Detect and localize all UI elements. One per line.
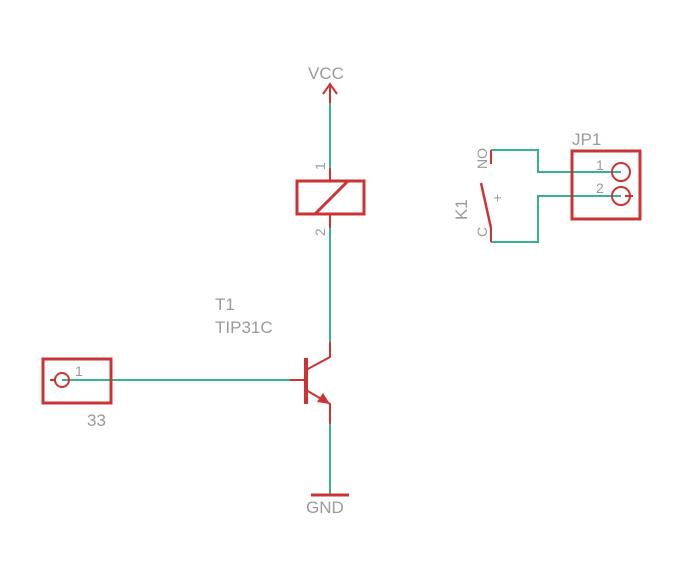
input-connector-value-label: 33 (87, 411, 106, 430)
relay-contact-c-label: C (474, 227, 490, 237)
transistor-npn: T1 TIP31C (215, 295, 331, 424)
input-connector-body (41, 357, 113, 405)
gnd-label: GND (306, 498, 344, 517)
relay-coil: 1 2 (295, 162, 366, 236)
jumper-pin1-pad-icon (611, 162, 631, 182)
relay-coil-pin2-label: 2 (312, 228, 328, 236)
vcc-supply-symbol: VCC (308, 64, 344, 103)
transistor-value-label: TIP31C (215, 318, 273, 337)
relay-contact-plus-label: + (489, 194, 505, 202)
jumper-body (570, 149, 642, 221)
jumper-pin2-label: 2 (596, 180, 604, 196)
wires (62, 103, 621, 495)
jumper-pin1-label: 1 (596, 157, 604, 173)
vcc-label: VCC (308, 64, 344, 83)
relay-coil-diagonal (313, 179, 350, 216)
relay-contact-arm (479, 182, 493, 229)
relay-contact-no-label: NO (474, 148, 490, 169)
wire-no-to-jp1-pin1 (491, 149, 621, 173)
emitter-arrow-icon (317, 393, 330, 404)
input-connector-pin-label: 1 (75, 363, 83, 379)
transistor-emitter (305, 389, 331, 424)
transistor-collector (305, 342, 331, 371)
relay-contact: K1 NO C + (452, 148, 505, 242)
transistor-name-label: T1 (215, 295, 235, 314)
jumper-name-label: JP1 (572, 130, 601, 149)
jumper-jp1: JP1 1 2 (570, 130, 642, 221)
ground-symbol: GND (306, 493, 349, 517)
relay-contact-name-label: K1 (452, 199, 471, 220)
relay-coil-pin1-label: 1 (312, 162, 328, 170)
input-connector: 1 33 (41, 357, 113, 430)
wire-c-to-jp1-pin2 (491, 195, 621, 243)
